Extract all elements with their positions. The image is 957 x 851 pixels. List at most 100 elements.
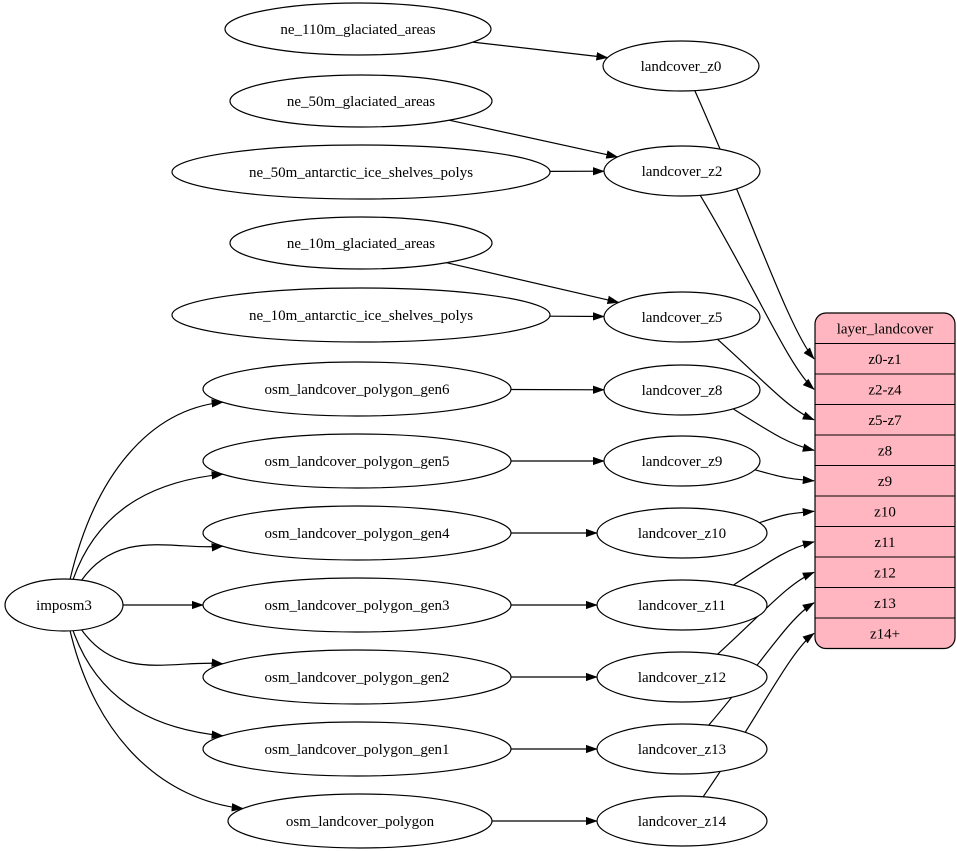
- edge-landcover_z5-to-row-z5-z7: [717, 338, 815, 421]
- table-row-label: z0-z1: [868, 352, 901, 368]
- node-label-landcover_z13: landcover_z13: [638, 742, 726, 758]
- edge-landcover_z0-to-row-z0-z1: [694, 90, 815, 360]
- node-osm_landcover_polygon: osm_landcover_polygon: [227, 793, 493, 849]
- node-ne_50m_glaciated_areas: ne_50m_glaciated_areas: [229, 74, 493, 128]
- node-label-imposm3: imposm3: [36, 598, 92, 614]
- node-ellipse-osm_landcover_polygon_gen5: [202, 433, 512, 489]
- edges-layer: [69, 41, 815, 826]
- node-ne_10m_glaciated_areas: ne_10m_glaciated_areas: [229, 216, 493, 270]
- node-landcover_z8: landcover_z8: [603, 364, 761, 416]
- table-layer_landcover: layer_landcoverz0-z1z2-z4z5-z7z8z9z10z11…: [814, 312, 956, 650]
- table-title: layer_landcover: [837, 321, 934, 337]
- node-landcover_z14: landcover_z14: [596, 795, 768, 847]
- node-label-landcover_z5: landcover_z5: [642, 310, 723, 326]
- node-label-landcover_z9: landcover_z9: [642, 454, 723, 470]
- node-ellipse-landcover_z8: [603, 364, 761, 416]
- edge-imposm3-osm_landcover_polygon_gen4: [81, 543, 224, 581]
- table-row-label: z12: [874, 565, 896, 581]
- table-row-label: z10: [874, 504, 896, 520]
- node-ellipse-imposm3: [4, 578, 124, 632]
- node-landcover_z0: landcover_z0: [602, 40, 760, 92]
- node-ellipse-landcover_z2: [603, 145, 761, 197]
- node-osm_landcover_polygon_gen1: osm_landcover_polygon_gen1: [202, 721, 512, 777]
- node-ellipse-osm_landcover_polygon: [227, 793, 493, 849]
- edge-landcover_z11-to-row-z11: [733, 540, 815, 586]
- node-ellipse-osm_landcover_polygon_gen4: [202, 505, 512, 561]
- nodes-layer: imposm3 ne_110m_glaciated_areas ne_50m_gla…: [4, 2, 956, 849]
- node-label-ne_50m_antarctic_ice_shelves_polys: ne_50m_antarctic_ice_shelves_polys: [249, 165, 473, 181]
- table-row-label: z11: [874, 535, 895, 551]
- edge-imposm3-osm_landcover_polygon: [69, 630, 244, 812]
- node-label-osm_landcover_polygon_gen1: osm_landcover_polygon_gen1: [265, 742, 450, 758]
- node-ellipse-landcover_z13: [596, 723, 768, 775]
- edge-landcover_z10-to-row-z10: [759, 508, 815, 524]
- table-row-label: z13: [874, 596, 896, 612]
- node-label-ne_10m_glaciated_areas: ne_10m_glaciated_areas: [287, 236, 435, 252]
- node-landcover_z9: landcover_z9: [603, 435, 761, 487]
- node-landcover_z13: landcover_z13: [596, 723, 768, 775]
- node-label-landcover_z12: landcover_z12: [638, 670, 726, 686]
- node-osm_landcover_polygon_gen2: osm_landcover_polygon_gen2: [202, 649, 512, 705]
- node-osm_landcover_polygon_gen5: osm_landcover_polygon_gen5: [202, 433, 512, 489]
- edge-ne_110m_glaciated_areas-landcover_z0: [472, 41, 609, 61]
- edge-landcover_z8-to-row-z8: [732, 408, 815, 452]
- node-ellipse-osm_landcover_polygon_gen3: [202, 577, 512, 633]
- node-label-osm_landcover_polygon_gen5: osm_landcover_polygon_gen5: [265, 454, 450, 470]
- node-ellipse-osm_landcover_polygon_gen2: [202, 649, 512, 705]
- node-label-ne_10m_antarctic_ice_shelves_polys: ne_10m_antarctic_ice_shelves_polys: [249, 308, 473, 324]
- edge-ne_50m_glaciated_areas-landcover_z2: [449, 119, 619, 159]
- node-label-landcover_z10: landcover_z10: [638, 526, 726, 542]
- edge-imposm3-osm_landcover_polygon_gen5: [72, 471, 224, 580]
- edge-imposm3-osm_landcover_polygon_gen6: [69, 399, 224, 580]
- node-ellipse-landcover_z9: [603, 435, 761, 487]
- node-label-landcover_z11: landcover_z11: [638, 598, 726, 614]
- node-ellipse-landcover_z0: [602, 40, 760, 92]
- node-label-ne_50m_glaciated_areas: ne_50m_glaciated_areas: [287, 94, 435, 110]
- table-frame-layer_landcover: [814, 312, 956, 650]
- edge-imposm3-osm_landcover_polygon_gen1: [72, 630, 224, 739]
- node-label-osm_landcover_polygon_gen4: osm_landcover_polygon_gen4: [265, 526, 450, 542]
- node-ellipse-ne_10m_glaciated_areas: [229, 216, 493, 270]
- node-landcover_z5: landcover_z5: [603, 291, 761, 343]
- table-row-label: z5-z7: [868, 413, 902, 429]
- node-ne_110m_glaciated_areas: ne_110m_glaciated_areas: [224, 2, 492, 56]
- node-landcover_z10: landcover_z10: [596, 507, 768, 559]
- node-ellipse-ne_50m_antarctic_ice_shelves_polys: [171, 144, 551, 200]
- node-landcover_z12: landcover_z12: [596, 651, 768, 703]
- node-landcover_z11: landcover_z11: [596, 579, 768, 631]
- edge-landcover_z13-to-row-z13: [708, 602, 815, 726]
- node-ellipse-landcover_z10: [596, 507, 768, 559]
- node-ellipse-landcover_z12: [596, 651, 768, 703]
- node-ne_50m_antarctic_ice_shelves_polys: ne_50m_antarctic_ice_shelves_polys: [171, 144, 551, 200]
- node-ellipse-ne_50m_glaciated_areas: [229, 74, 493, 128]
- edge-landcover_z2-to-row-z2-z4: [699, 194, 815, 390]
- node-label-landcover_z2: landcover_z2: [642, 164, 723, 180]
- node-ellipse-ne_110m_glaciated_areas: [224, 2, 492, 56]
- node-ellipse-osm_landcover_polygon_gen1: [202, 721, 512, 777]
- edge-landcover_z9-to-row-z9: [754, 469, 815, 485]
- node-label-landcover_z14: landcover_z14: [638, 814, 727, 830]
- node-ellipse-landcover_z11: [596, 579, 768, 631]
- node-label-osm_landcover_polygon_gen3: osm_landcover_polygon_gen3: [265, 598, 450, 614]
- node-osm_landcover_polygon_gen3: osm_landcover_polygon_gen3: [202, 577, 512, 633]
- node-ne_10m_antarctic_ice_shelves_polys: ne_10m_antarctic_ice_shelves_polys: [171, 287, 551, 343]
- node-osm_landcover_polygon_gen4: osm_landcover_polygon_gen4: [202, 505, 512, 561]
- node-imposm3: imposm3: [4, 578, 124, 632]
- node-landcover_z2: landcover_z2: [603, 145, 761, 197]
- edge-landcover_z12-to-row-z12: [717, 571, 815, 655]
- table-row-label: z9: [878, 474, 892, 490]
- node-ellipse-landcover_z5: [603, 291, 761, 343]
- node-ellipse-landcover_z14: [596, 795, 768, 847]
- node-label-landcover_z8: landcover_z8: [642, 383, 723, 399]
- node-label-osm_landcover_polygon_gen6: osm_landcover_polygon_gen6: [265, 382, 450, 398]
- node-osm_landcover_polygon_gen6: osm_landcover_polygon_gen6: [202, 361, 512, 417]
- node-ellipse-ne_10m_antarctic_ice_shelves_polys: [171, 287, 551, 343]
- edge-ne_10m_glaciated_areas-landcover_z5: [446, 262, 620, 304]
- node-label-landcover_z0: landcover_z0: [641, 59, 722, 75]
- edge-imposm3-osm_landcover_polygon_gen2: [81, 629, 224, 667]
- node-label-ne_110m_glaciated_areas: ne_110m_glaciated_areas: [280, 22, 435, 38]
- table-row-label: z14+: [870, 626, 900, 642]
- node-label-osm_landcover_polygon: osm_landcover_polygon: [286, 814, 435, 830]
